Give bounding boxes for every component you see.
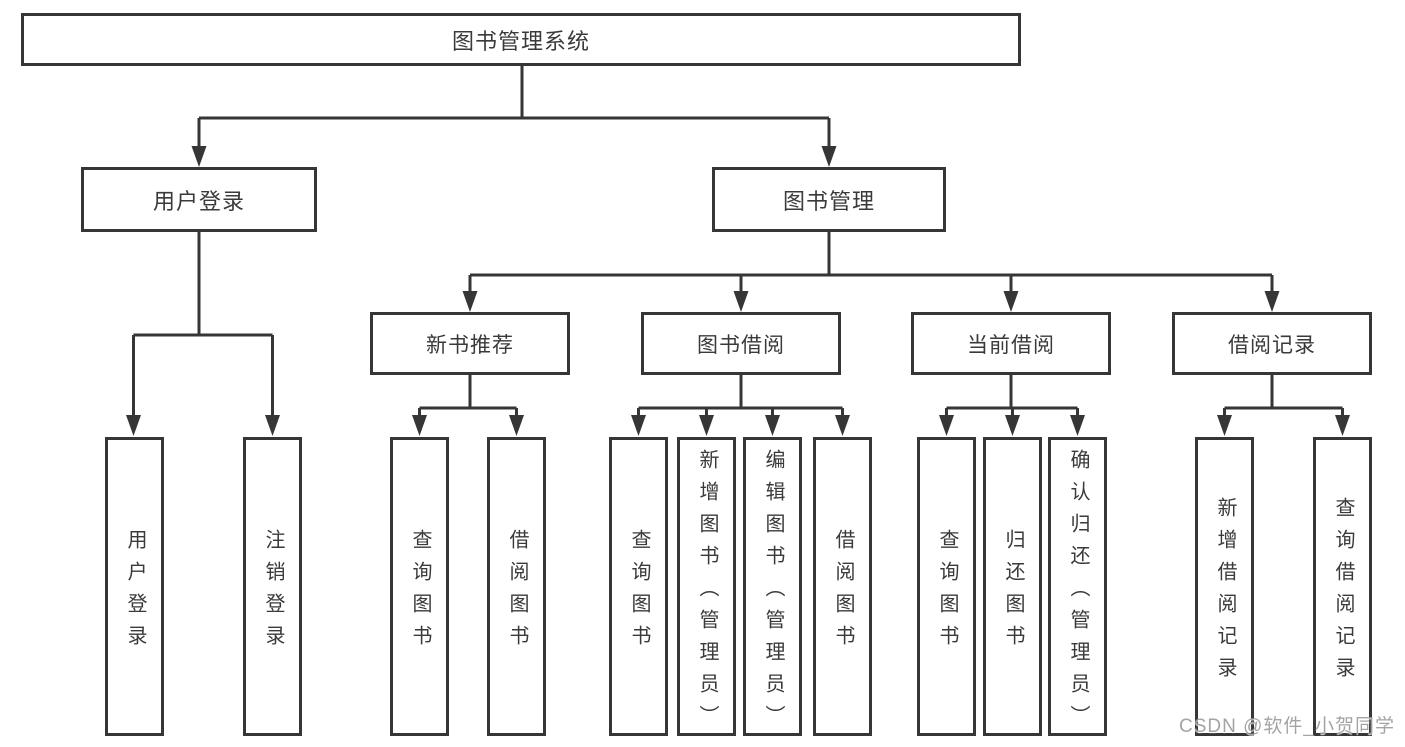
node-borrow-records: 借阅记录 [1172, 312, 1372, 375]
node-borrow-records-label: 借阅记录 [1228, 333, 1316, 357]
arrowheads-book-management [462, 291, 1280, 312]
connector-book-management [468, 232, 1274, 293]
leaf-query-books-recommend-label: 查询图书 [409, 528, 431, 657]
leaf-return-books: 归还图书 [983, 437, 1042, 736]
leaf-return-books-label: 归还图书 [1002, 528, 1024, 657]
csdn-watermark: CSDN @软件_小贺同学 [1179, 716, 1395, 737]
node-current-borrow-label: 当前借阅 [967, 333, 1055, 357]
leaf-query-books-current-label: 查询图书 [936, 528, 958, 657]
leaf-query-borrow-record-label: 查询借阅记录 [1332, 496, 1354, 689]
arrowheads-book-borrow [631, 415, 850, 436]
leaf-query-borrow-record: 查询借阅记录 [1313, 437, 1372, 736]
leaf-user-login-label: 用户登录 [124, 528, 146, 657]
node-book-borrow: 图书借阅 [641, 312, 841, 375]
node-book-borrow-label: 图书借阅 [697, 333, 785, 357]
connector-book-borrow [637, 375, 844, 416]
leaf-confirm-return-admin: 确认归还（管理员） [1048, 437, 1107, 737]
arrowheads-new-book-recommend [412, 415, 524, 436]
leaf-borrow-books-label: 借阅图书 [832, 528, 854, 657]
leaf-borrow-books-recommend-label: 借阅图书 [506, 528, 528, 657]
connector-borrow-records [1223, 375, 1344, 416]
leaf-confirm-return-admin-label: 确认归还（管理员） [1067, 448, 1089, 737]
connector-root [197, 66, 831, 148]
leaf-edit-books-admin: 编辑图书（管理员） [743, 437, 802, 737]
leaf-query-books-borrow-label: 查询图书 [628, 528, 650, 657]
leaf-user-login: 用户登录 [105, 437, 164, 736]
leaf-add-books-admin-label: 新增图书（管理员） [696, 448, 718, 737]
node-book-management: 图书管理 [712, 167, 946, 232]
arrowheads-borrow-records [1217, 415, 1350, 436]
leaf-add-borrow-record: 新增借阅记录 [1195, 437, 1254, 736]
leaf-logout-label: 注销登录 [262, 528, 284, 657]
arrowheads-root [191, 146, 837, 167]
connector-user-login [132, 232, 274, 416]
node-current-borrow: 当前借阅 [911, 312, 1111, 375]
node-user-login: 用户登录 [81, 167, 317, 232]
connector-current-borrow [945, 375, 1079, 416]
node-new-book-recommend-label: 新书推荐 [426, 333, 514, 357]
arrowheads-user-login [126, 415, 280, 436]
node-library-management-system-label: 图书管理系统 [451, 28, 590, 54]
leaf-borrow-books-recommend: 借阅图书 [487, 437, 546, 736]
node-user-login-label: 用户登录 [152, 188, 245, 214]
connector-new-book-recommend [418, 375, 518, 416]
arrowheads-current-borrow [939, 415, 1085, 436]
leaf-query-books-borrow: 查询图书 [609, 437, 668, 736]
leaf-logout: 注销登录 [243, 437, 302, 736]
leaf-add-borrow-record-label: 新增借阅记录 [1214, 496, 1236, 689]
leaf-add-books-admin: 新增图书（管理员） [677, 437, 736, 737]
node-library-management-system: 图书管理系统 [21, 13, 1021, 66]
leaf-query-books-current: 查询图书 [917, 437, 976, 736]
leaf-query-books-recommend: 查询图书 [390, 437, 449, 736]
leaf-borrow-books: 借阅图书 [813, 437, 872, 736]
node-new-book-recommend: 新书推荐 [370, 312, 570, 375]
node-book-management-label: 图书管理 [782, 188, 875, 214]
leaf-edit-books-admin-label: 编辑图书（管理员） [762, 448, 784, 737]
